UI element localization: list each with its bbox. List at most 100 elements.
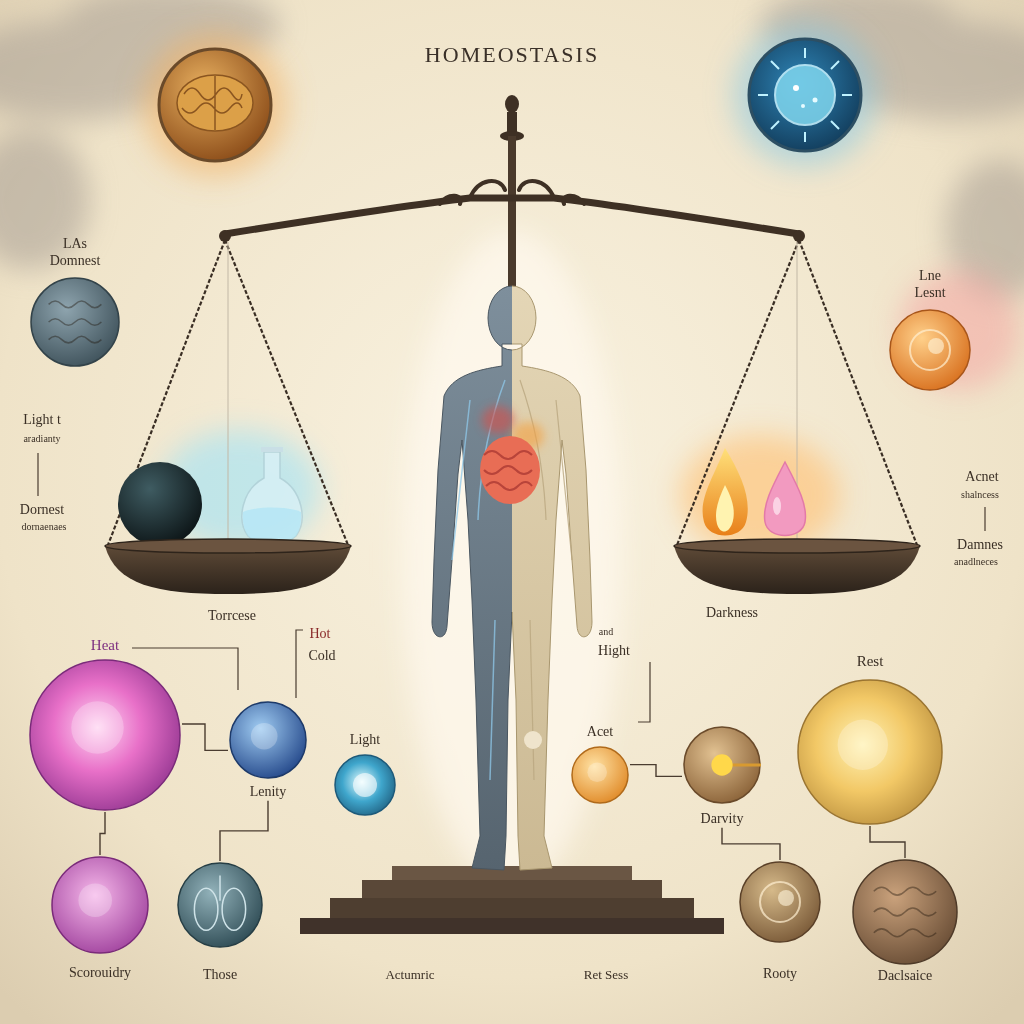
circle-decoration: [910, 330, 950, 370]
leader-line: [37, 453, 38, 496]
circle-decoration: [78, 883, 112, 917]
annotation-label: Light t: [23, 412, 61, 429]
node-circle: [682, 725, 762, 805]
circle-node: Rooty: [738, 860, 822, 983]
brain-emblem: [177, 75, 253, 131]
connector: [100, 812, 105, 855]
circle-node: Rest: [796, 652, 944, 826]
node-circle: [851, 858, 959, 966]
cell-emblem: [749, 39, 861, 151]
circle-glow: [838, 720, 888, 770]
annotation-label: dornaenaes: [22, 521, 67, 533]
pedestal: [300, 866, 724, 934]
circle-shape: [52, 857, 148, 953]
scale-string: [228, 242, 229, 545]
scale-post: [505, 95, 519, 113]
annotation-label: anadlneces: [954, 556, 998, 568]
circle-node: Lenity: [228, 700, 308, 801]
right-pan-contents: [716, 485, 734, 532]
circle-glow: [251, 723, 278, 750]
clouds: [0, 0, 1024, 300]
scale-post: [507, 112, 517, 132]
node-text-group: Lenity: [250, 784, 287, 801]
circle-shape: [30, 660, 180, 810]
node-circle: [333, 753, 397, 817]
node-label: Light: [350, 732, 380, 749]
node-circle: [176, 861, 264, 949]
node-label: Lne Lesnt: [908, 268, 952, 302]
glow: [733, 23, 877, 167]
right-pan-contents: [765, 462, 806, 536]
leader-line: [984, 507, 985, 531]
circle-decoration: [194, 876, 245, 931]
circle-decoration: [838, 720, 888, 770]
circle-shape: [853, 860, 957, 964]
right-pan-contents: [773, 497, 781, 515]
node-label: Darvity: [701, 811, 744, 828]
circle-node: Lne Lesnt: [888, 268, 972, 392]
cell-emblem: [801, 104, 805, 108]
indicator-dot: [711, 754, 732, 775]
leader-line: [296, 630, 303, 698]
left-pan-contents: [118, 447, 302, 546]
left-pan-contents: [261, 447, 283, 452]
brain-fold: [874, 908, 936, 916]
node-circle: [29, 276, 121, 368]
human-figure: [480, 436, 540, 504]
node-label: Daclsaice: [878, 968, 932, 985]
brain-fold: [49, 336, 102, 343]
circle-shape: [684, 727, 760, 803]
node-label: Those: [203, 967, 237, 984]
scale-chain: [108, 240, 225, 545]
circle-decoration: [251, 723, 278, 750]
human-figure: [484, 451, 532, 490]
scale-beam: [440, 181, 584, 204]
diagram-title: HOMEOSTASIS: [0, 42, 1024, 68]
node-circle: [28, 658, 182, 812]
left-pan-contents: [243, 508, 301, 544]
circle-decoration: [760, 882, 800, 922]
left-pan-contents: [242, 452, 302, 544]
leader-line: [38, 453, 985, 722]
node-label: Lenity: [250, 784, 287, 801]
annotation-label: aradianty: [23, 433, 60, 445]
node-label: Rest: [857, 652, 884, 670]
cell-emblem: [758, 48, 852, 142]
node-circle: [888, 308, 972, 392]
brain-emblem: [159, 49, 271, 161]
node-text-group: Scorouidry: [69, 965, 131, 982]
annotation-label: Dornest: [20, 502, 64, 519]
circle-glow: [78, 883, 112, 917]
circle-decoration: [587, 762, 607, 782]
pedestal: [362, 880, 662, 898]
human-figure: [432, 286, 512, 870]
swirl-ring: [760, 882, 800, 922]
circle-node: Those: [176, 861, 264, 984]
annotation-label: Hight: [598, 643, 630, 660]
node-label: Heat: [91, 636, 119, 654]
connector: [220, 801, 268, 861]
circle-shape: [890, 310, 970, 390]
brain-emblem: [182, 76, 242, 130]
pedestal: [330, 898, 694, 918]
annotation-label: Acnet: [965, 469, 998, 486]
swirl-core: [778, 890, 794, 906]
connector: [182, 724, 228, 750]
circle-shape: [798, 680, 942, 824]
annotation-label: Hot: [310, 626, 331, 643]
glow: [143, 33, 287, 177]
glow: [680, 435, 840, 555]
node-circle: [570, 745, 630, 805]
swirl-ring: [910, 330, 950, 370]
circle-shape: [740, 862, 820, 942]
scale-chain: [225, 240, 348, 545]
glow: [143, 23, 1020, 890]
circle-decoration: [49, 301, 102, 343]
annotation-label: Torrcese: [208, 608, 256, 625]
annotation-label: Damnes: [957, 537, 1003, 554]
node-label: Scorouidry: [69, 965, 131, 982]
circle-decoration: [711, 754, 761, 775]
